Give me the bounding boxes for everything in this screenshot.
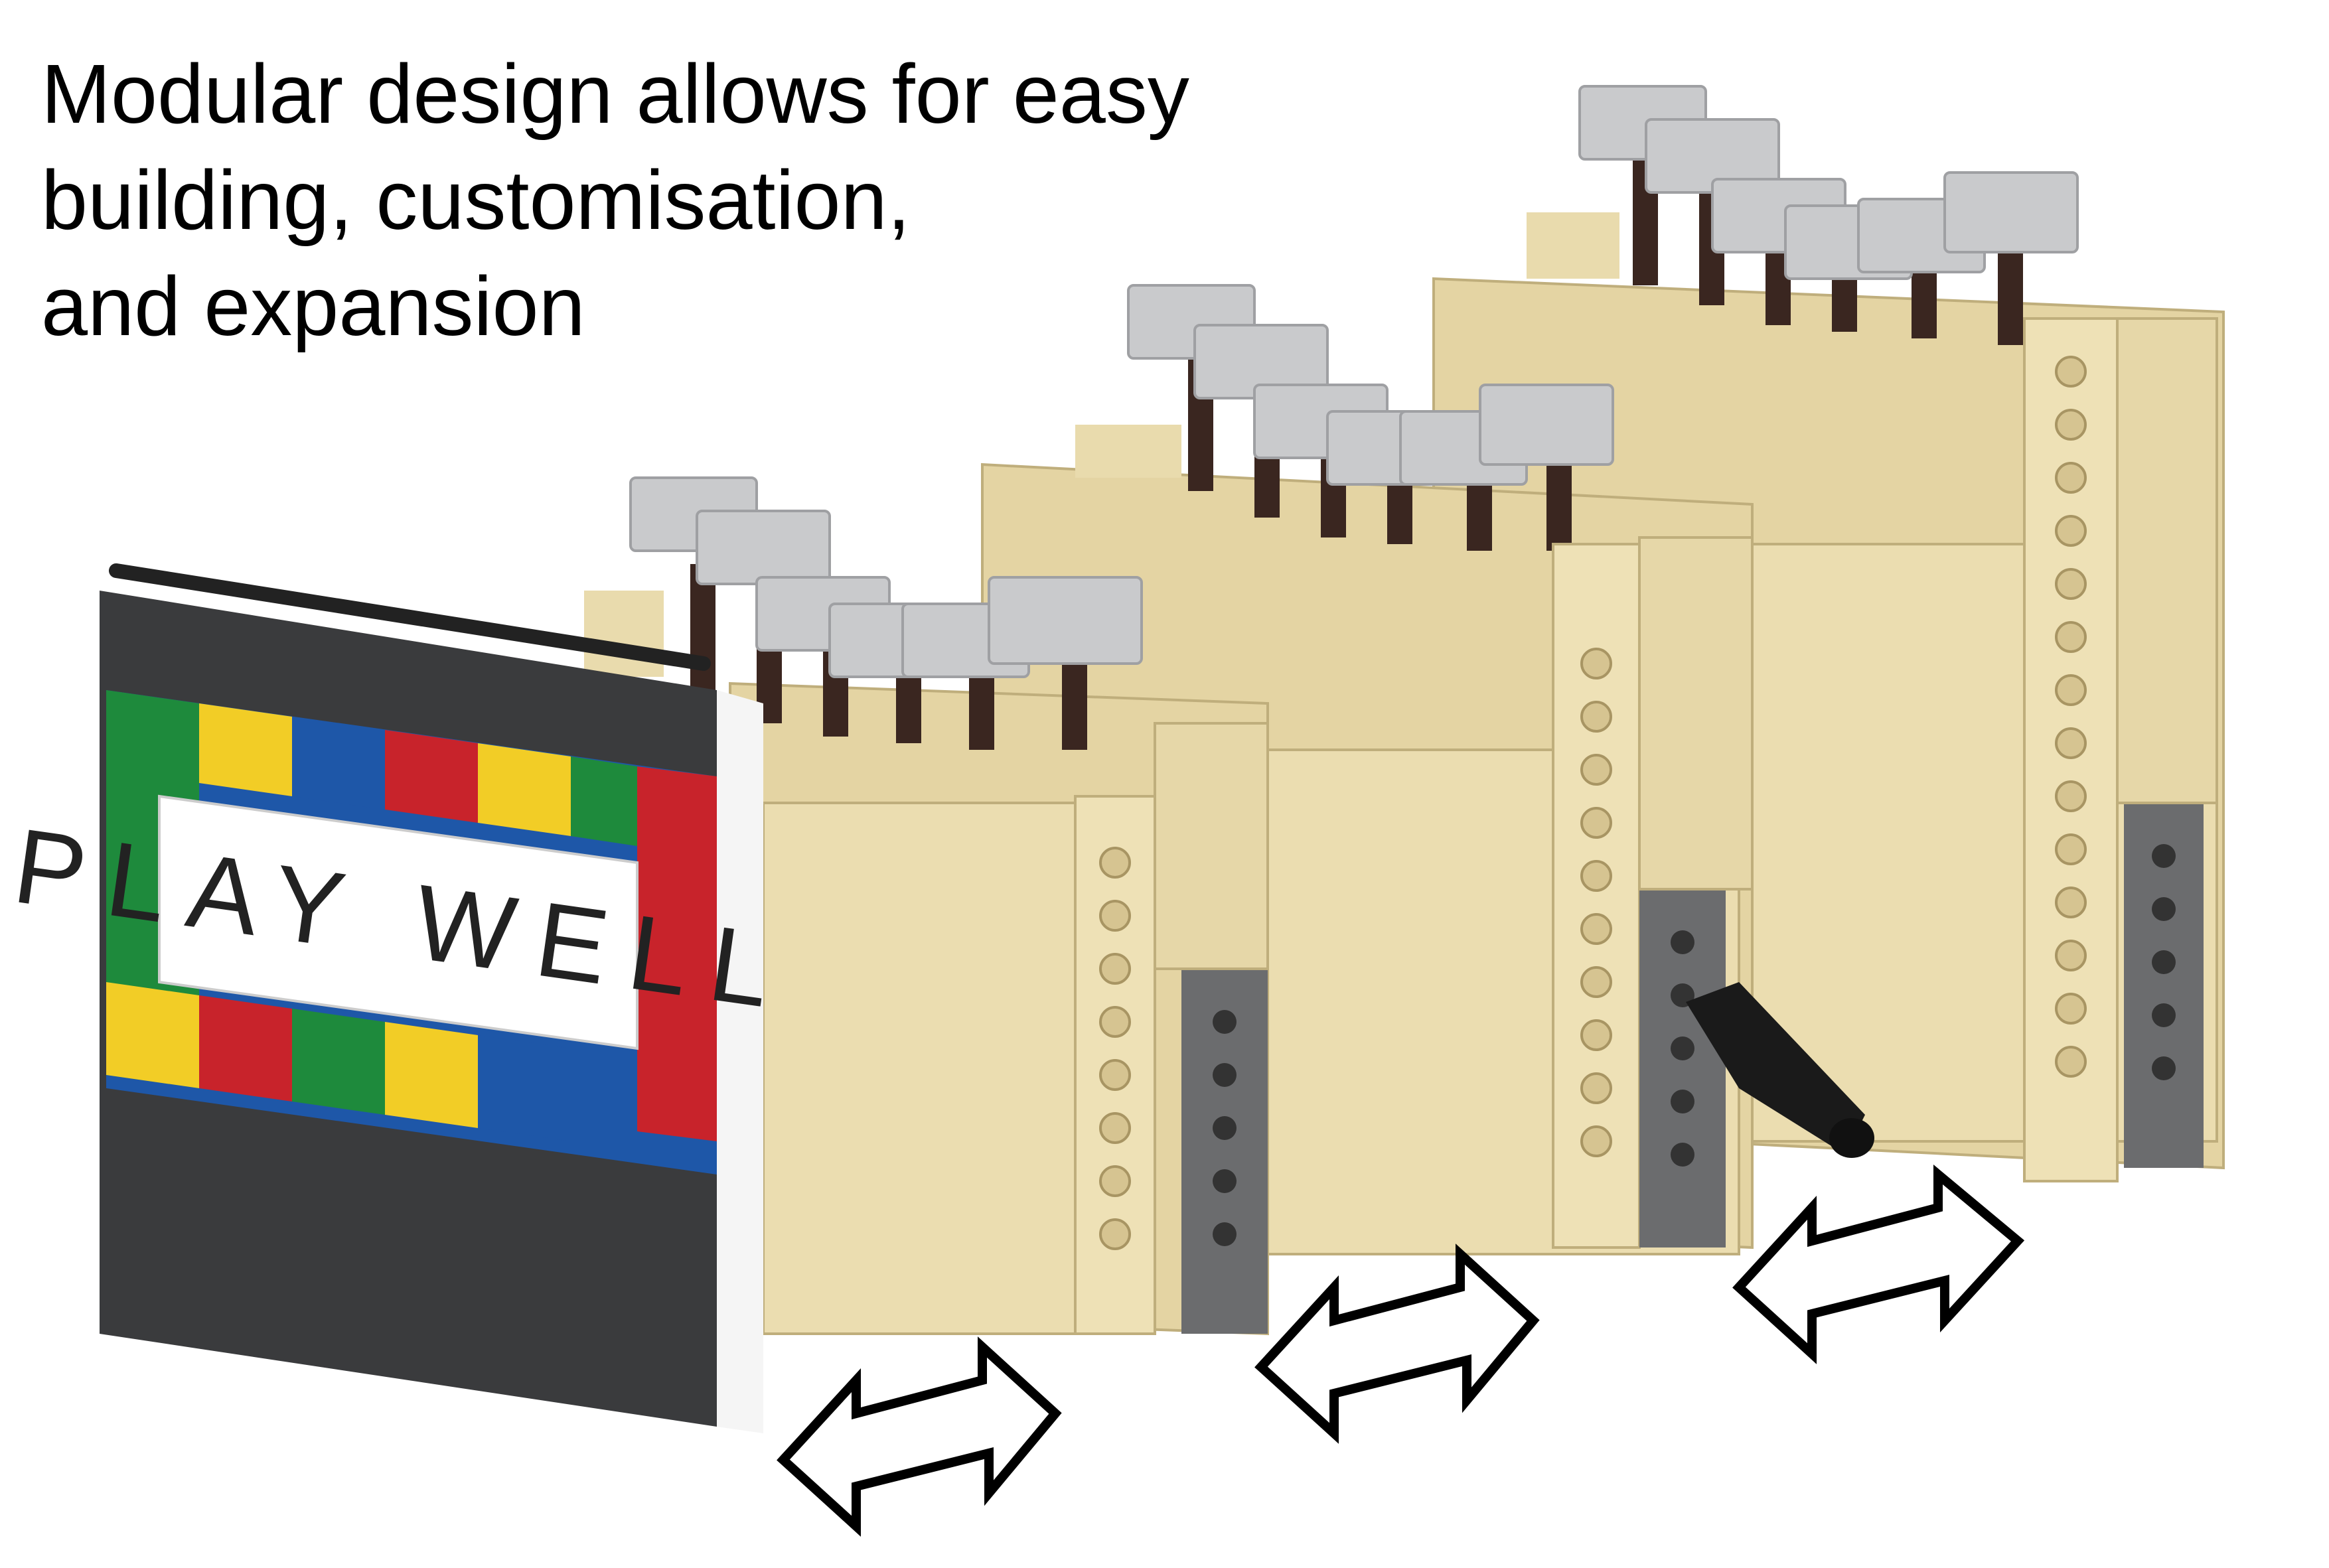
caption-line-2: building, customisation,	[41, 153, 911, 247]
caption-line-1: Modular design allows for easy	[41, 47, 1189, 141]
module-3-frame	[1751, 317, 2218, 1182]
module-1-cams	[629, 476, 1143, 678]
double-arrow-icon	[1254, 1244, 1540, 1444]
crank-handle	[1686, 982, 1874, 1158]
module-2-cams	[1127, 284, 1614, 486]
sign-rail	[109, 563, 711, 671]
sign-panel: PLAY WELL	[7, 563, 800, 1433]
module-1-frame	[762, 722, 1269, 1335]
module-3-dark-holes	[2152, 844, 2176, 1080]
module-1-dark-holes	[1213, 1010, 1237, 1246]
double-arrow-icon	[1732, 1165, 2025, 1364]
module-3-cams	[1578, 85, 2079, 280]
caption-line-3: and expansion	[41, 259, 585, 353]
double-arrow-icon	[777, 1336, 1062, 1537]
module-3-holes	[2055, 356, 2087, 1078]
sign-studs	[106, 690, 717, 1141]
module-1-holes	[1099, 847, 1131, 1250]
caption: Modular design allows for easy building,…	[41, 41, 1342, 360]
module-2-holes	[1580, 648, 1612, 1157]
module-2	[981, 284, 1874, 1255]
module-1	[584, 476, 1269, 1336]
